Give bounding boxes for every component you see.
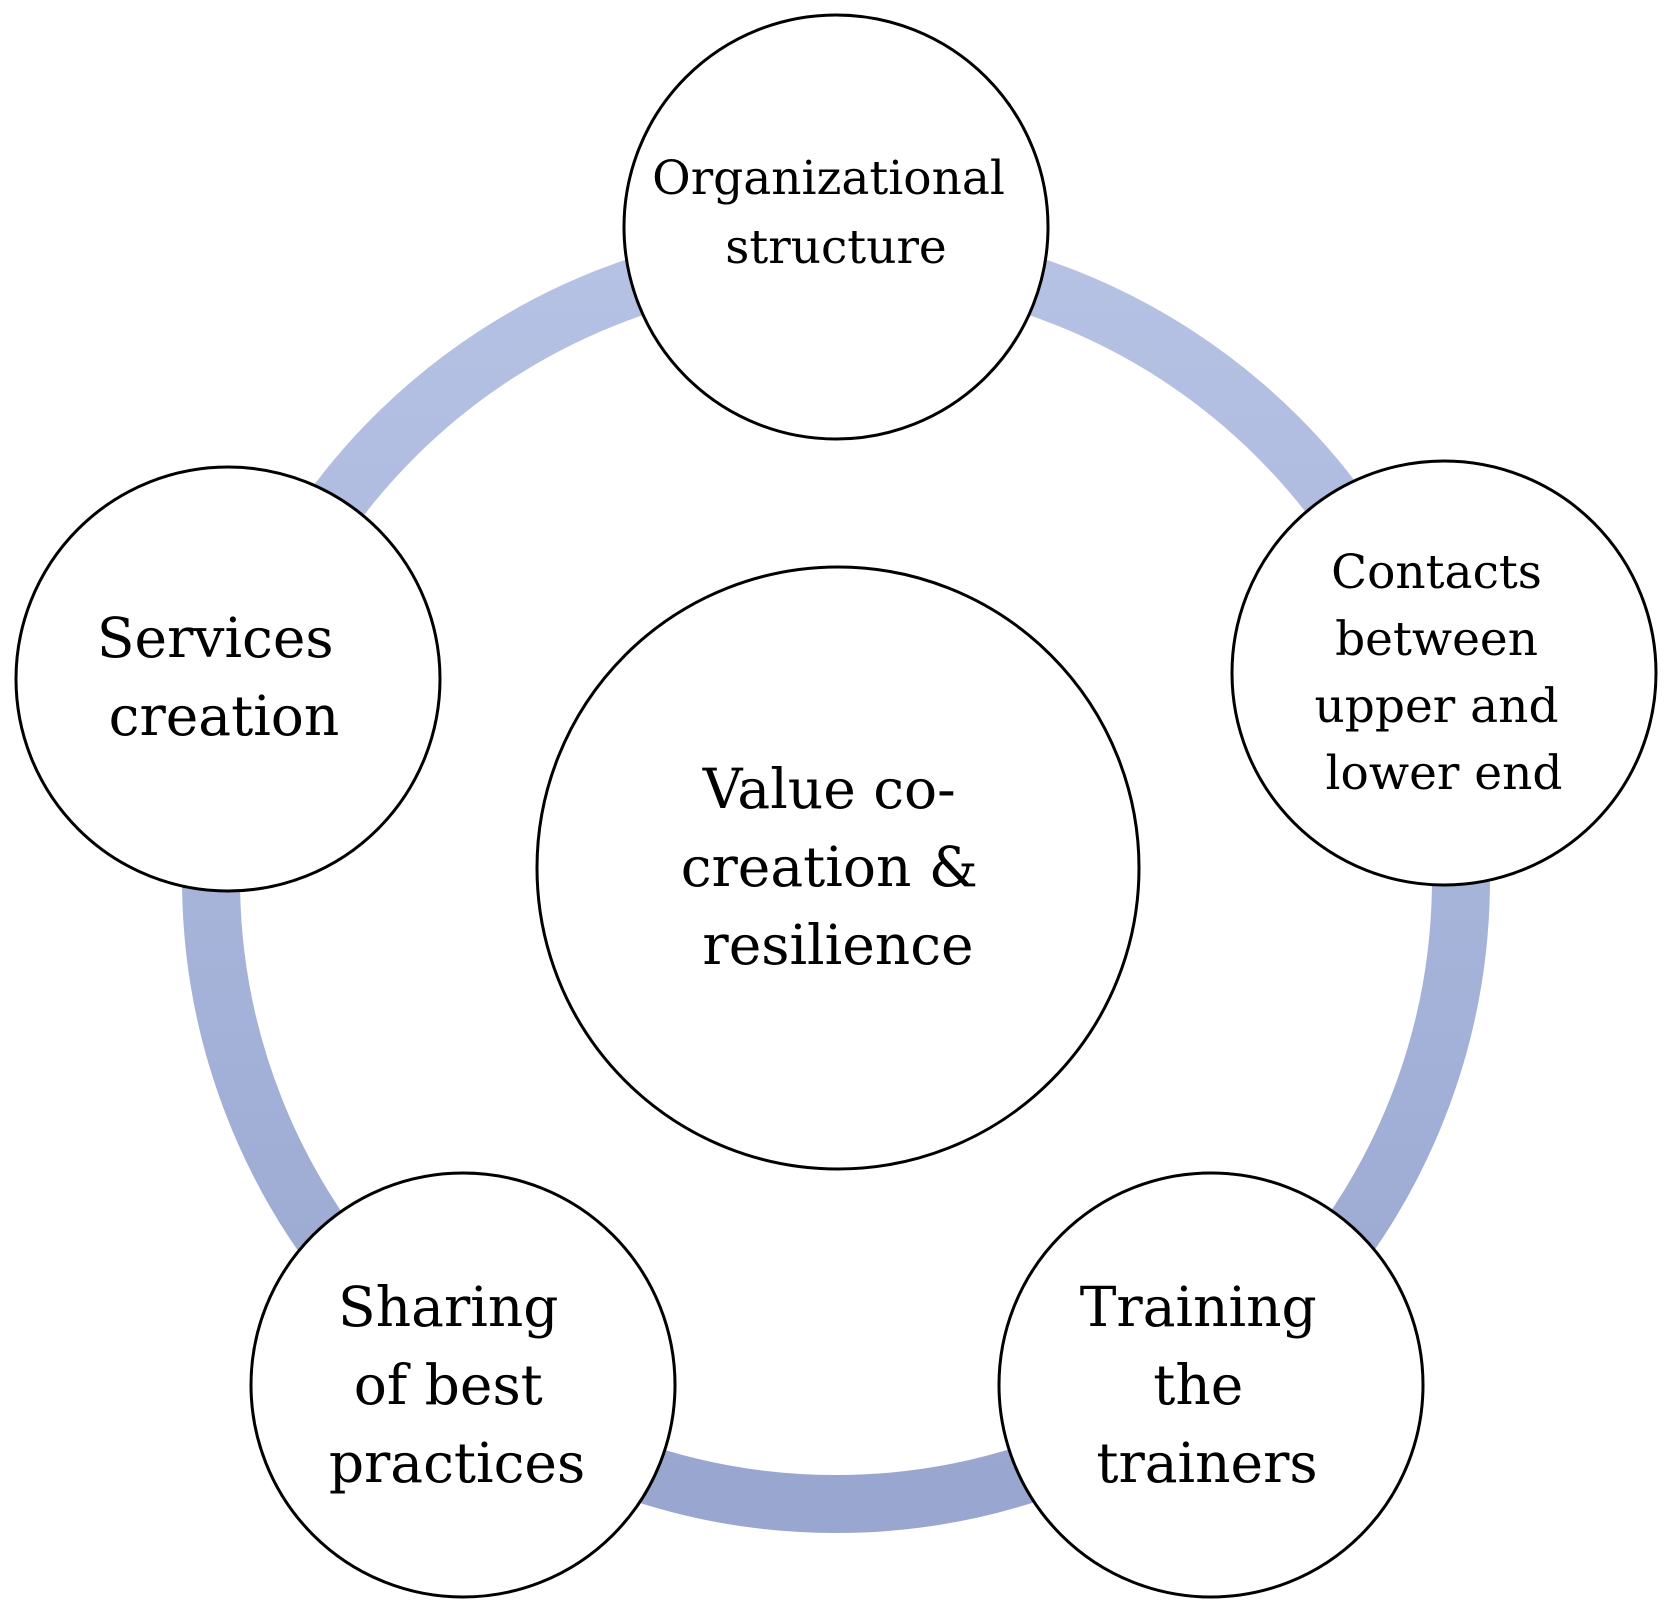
- svg-text:Training the train: Training the trainers: [1080, 1275, 1334, 1495]
- node-circle: [997, 1171, 1425, 1599]
- node-sharing-best-practices: Sharing of best practices: [249, 1171, 677, 1599]
- center-node-circle: [535, 565, 1141, 1171]
- node-training-the-trainers: Training the trainers: [997, 1171, 1425, 1599]
- center-node-line: Value co-: [702, 757, 956, 821]
- node-label-line: of best: [354, 1353, 543, 1417]
- node-label-line: Sharing: [338, 1275, 558, 1339]
- node-label-line: Services: [97, 606, 334, 670]
- node-contacts-upper-lower: Contacts between upper and lower end: [1230, 459, 1658, 887]
- center-node-line: creation &: [681, 835, 978, 899]
- center-node-line: resilience: [702, 913, 973, 977]
- node-label-line: Contacts: [1331, 545, 1542, 600]
- svg-text:Sharing of best pr: Sharing of best practices: [329, 1275, 585, 1495]
- svg-text:Organizational structure: Organizational structure: [652, 151, 1020, 275]
- node-services-creation: Services creation: [14, 465, 442, 893]
- center-node: Value co- creation & resilience: [535, 565, 1141, 1171]
- node-label-line: structure: [725, 220, 947, 275]
- node-label-line: lower end: [1326, 746, 1563, 801]
- node-label-line: trainers: [1096, 1431, 1317, 1495]
- node-circle: [1230, 459, 1658, 887]
- node-label-line: between: [1335, 612, 1538, 667]
- node-label-line: practices: [329, 1431, 585, 1495]
- node-circle: [622, 13, 1050, 441]
- node-circle: [249, 1171, 677, 1599]
- node-label-line: Training: [1080, 1275, 1317, 1339]
- node-label-line: Organizational: [652, 151, 1005, 206]
- node-label-line: upper and: [1315, 679, 1559, 734]
- node-circle: [14, 465, 442, 893]
- node-label-line: creation: [109, 684, 340, 748]
- node-label-line: the: [1153, 1353, 1243, 1417]
- svg-text:Value co- creation &: Value co- creation & resilience: [681, 757, 996, 977]
- svg-text:Contacts between u: Contacts between upper and lower end: [1315, 545, 1574, 801]
- svg-text:Services creation: Services creation: [97, 606, 351, 748]
- node-organizational-structure: Organizational structure: [622, 13, 1050, 441]
